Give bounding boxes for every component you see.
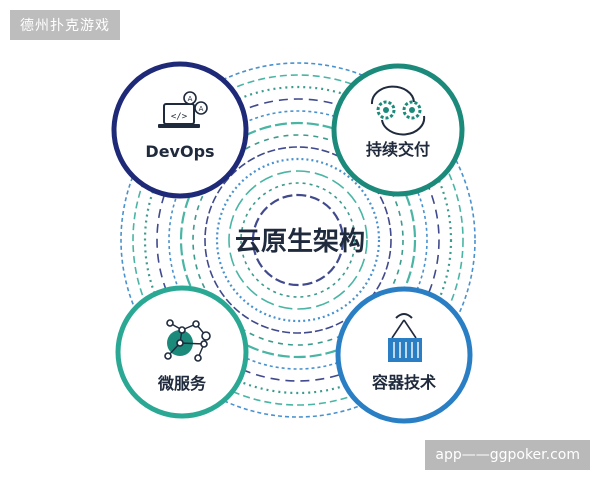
watermark-top: 德州扑克游戏 — [10, 10, 120, 40]
dashed-ring — [192, 134, 404, 346]
watermark-bottom: app——ggpoker.com — [425, 440, 590, 470]
dashed-ring — [240, 182, 356, 298]
dashed-ring — [132, 74, 464, 406]
node-devops: </> A A DevOps — [111, 61, 249, 199]
gears-cycle-icon — [370, 85, 426, 136]
svg-text:A: A — [188, 95, 193, 103]
dashed-ring — [204, 146, 392, 334]
center-title: 云原生架构 — [235, 227, 365, 257]
container-icon — [388, 313, 422, 362]
network-nodes-icon — [164, 319, 211, 362]
node-container-tech-label: 容器技术 — [371, 373, 436, 392]
node-container-tech: 容器技术 — [335, 286, 473, 424]
dashed-ring — [215, 157, 381, 323]
node-devops-label: DevOps — [145, 142, 214, 161]
dashed-ring — [156, 98, 440, 382]
dashed-ring — [168, 110, 428, 370]
svg-text:</>: </> — [171, 112, 188, 122]
node-continuous-delivery-label: 持续交付 — [366, 140, 430, 159]
dashed-ring — [251, 193, 345, 287]
node-continuous-delivery: 持续交付 — [331, 63, 465, 197]
concentric-rings — [120, 62, 476, 418]
node-microservices-label: 微服务 — [157, 374, 207, 393]
svg-text:A: A — [199, 105, 204, 113]
node-devops-ring — [111, 61, 249, 199]
dashed-ring — [120, 62, 476, 418]
node-continuous-delivery-ring — [331, 63, 465, 197]
node-microservices: 微服务 — [115, 285, 249, 419]
dashed-ring — [179, 121, 417, 359]
dashed-ring — [143, 85, 453, 395]
dashed-ring — [228, 170, 368, 310]
laptop-code-icon: </> A A — [158, 91, 208, 128]
